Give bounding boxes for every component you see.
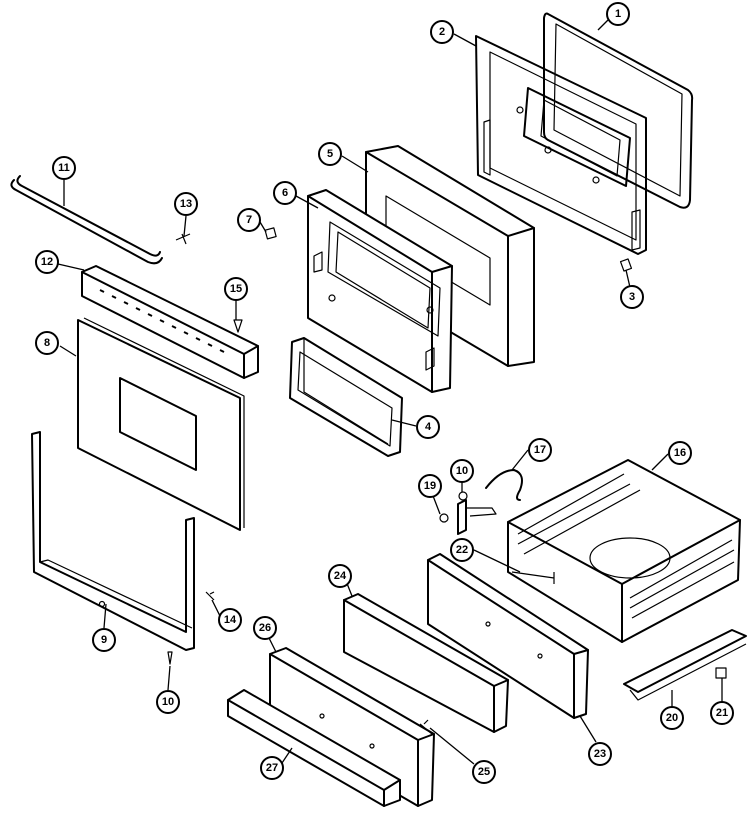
- callout-13: 13: [174, 192, 198, 216]
- callout-3: 3: [620, 285, 644, 309]
- svg-text:9: 9: [101, 634, 107, 646]
- part-4-window-assembly: [289, 337, 403, 457]
- callout-18: 10: [450, 459, 474, 483]
- svg-text:14: 14: [224, 614, 237, 626]
- part-27-toe-kick: [227, 689, 401, 807]
- part-23-drawer-front: [427, 553, 589, 719]
- svg-text:25: 25: [478, 766, 490, 778]
- part-19-nut: [439, 513, 449, 523]
- svg-text:12: 12: [41, 256, 53, 268]
- part-16-drawer-body: [507, 459, 741, 643]
- callout-10-lower: 10: [156, 690, 180, 714]
- svg-text:10: 10: [162, 696, 174, 708]
- svg-text:5: 5: [327, 148, 333, 160]
- part-14-screw: [205, 591, 215, 601]
- svg-text:22: 22: [456, 544, 468, 556]
- part-3-clip: [619, 258, 633, 272]
- svg-text:3: 3: [629, 291, 635, 303]
- callout-22: 22: [450, 538, 474, 562]
- svg-text:26: 26: [259, 622, 271, 634]
- callout-2: 2: [430, 20, 454, 44]
- callout-8: 8: [35, 331, 59, 355]
- part-24-insulation-block: [343, 593, 509, 733]
- part-17-wire: [485, 469, 523, 501]
- part-12-panel-trim: [81, 265, 259, 379]
- part-13-screw: [175, 233, 191, 245]
- callout-1: 1: [606, 2, 630, 26]
- svg-text:13: 13: [180, 198, 192, 210]
- svg-text:2: 2: [439, 26, 445, 38]
- part-9-lower-frame: [31, 431, 195, 651]
- part-22-bolt: [511, 571, 555, 584]
- callout-16: 16: [668, 441, 692, 465]
- svg-text:27: 27: [266, 762, 278, 774]
- part-11-handle: [10, 175, 163, 265]
- svg-text:20: 20: [666, 712, 678, 724]
- svg-text:8: 8: [44, 337, 50, 349]
- svg-text:17: 17: [534, 444, 546, 456]
- svg-text:7: 7: [246, 214, 252, 226]
- svg-text:6: 6: [282, 187, 288, 199]
- part-6-door-liner: [307, 189, 453, 393]
- part-2-inner-door-panel: [475, 35, 647, 255]
- callout-15: 15: [224, 277, 248, 301]
- part-10-screw-lower: [167, 651, 173, 665]
- callout-12: 12: [35, 250, 59, 274]
- callout-23: 23: [588, 742, 612, 766]
- part-8-outer-door-panel: [77, 317, 245, 531]
- callout-21: 21: [710, 701, 734, 725]
- callout-27: 27: [260, 756, 284, 780]
- svg-text:10: 10: [456, 465, 468, 477]
- svg-text:23: 23: [594, 748, 606, 760]
- callout-26: 26: [253, 616, 277, 640]
- part-20-rail: [623, 629, 747, 701]
- callout-6: 6: [273, 181, 297, 205]
- part-25-screw: [419, 719, 433, 735]
- callout-19: 19: [418, 474, 442, 498]
- svg-text:16: 16: [674, 447, 686, 459]
- svg-text:15: 15: [230, 283, 242, 295]
- callout-25: 25: [472, 760, 496, 784]
- callout-20: 20: [660, 706, 684, 730]
- part-1-door-frame: [543, 12, 694, 209]
- callout-4: 4: [416, 415, 440, 439]
- svg-text:21: 21: [716, 707, 728, 719]
- part-18-bracket: [457, 491, 497, 535]
- callout-7: 7: [237, 208, 261, 232]
- part-15-screw: [233, 319, 243, 333]
- svg-text:11: 11: [58, 162, 70, 174]
- callout-14: 14: [218, 608, 242, 632]
- callout-5: 5: [318, 142, 342, 166]
- callout-17: 17: [528, 438, 552, 462]
- svg-text:19: 19: [424, 480, 436, 492]
- svg-text:1: 1: [615, 8, 621, 20]
- part-7-clip: [264, 227, 277, 240]
- callout-9: 9: [92, 628, 116, 652]
- callout-24: 24: [328, 564, 352, 588]
- part-21-clip: [715, 667, 727, 679]
- svg-text:4: 4: [425, 421, 432, 433]
- callout-11: 11: [52, 156, 76, 180]
- svg-text:24: 24: [334, 570, 347, 582]
